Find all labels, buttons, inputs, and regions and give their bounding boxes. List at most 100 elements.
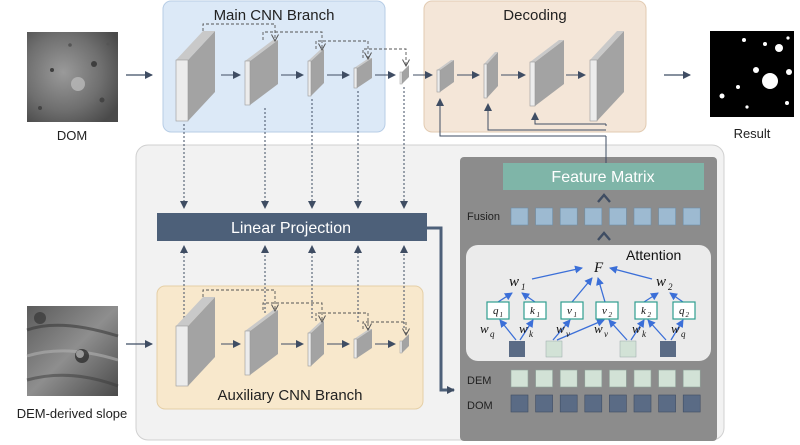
feature-matrix-to-decoder-lines [436,98,607,163]
dom-cell-4 [584,394,603,413]
svg-text:1: 1 [500,311,504,319]
projection-to-fusion-arrow [427,226,455,394]
svg-text:k: k [529,329,534,339]
auxiliary-cnn-branch-title: Auxiliary CNN Branch [217,387,362,404]
svg-text:w: w [480,321,489,336]
svg-text:q: q [490,329,495,339]
decoder-block-4 [589,31,624,122]
w1-symbol: w 1 [509,274,526,292]
result-label: Result [734,126,771,141]
svg-text:2: 2 [648,311,652,319]
aux-block-3 [307,321,324,367]
feature-matrix-label: Feature Matrix [551,169,654,186]
aux-to-projection-connectors [180,245,408,328]
fusion-to-feature-chevron [597,193,611,203]
fusion-cell-4 [584,207,603,226]
feature-matrix-bar [503,163,704,190]
dem-cell-7 [658,369,676,388]
dem-row [510,369,701,388]
main-encoder-blocks [175,23,409,122]
attention-input-dem-1 [545,340,563,358]
attention-to-fusion-chevron [597,231,611,241]
attention-input-dem-2 [619,340,637,358]
linear-projection-label: Linear Projection [231,220,351,237]
fusion-cell-7 [658,207,676,226]
decoder-block-1 [436,60,454,93]
svg-text:v: v [604,329,608,339]
decoder-block-3 [529,40,564,107]
svg-text:v: v [567,305,572,317]
dom-row [510,394,701,413]
dem-cell-4 [584,369,603,388]
auxiliary-cnn-branch-box [156,285,424,410]
fusion-cell-3 [559,207,578,226]
dem-cell-2 [535,369,553,388]
dem-cell-5 [609,369,627,388]
dem-cell-1 [510,369,529,388]
svg-text:1: 1 [574,311,578,319]
svg-text:w: w [556,321,565,336]
svg-text:w: w [632,321,641,336]
svg-text:k: k [642,329,647,339]
svg-text:1: 1 [521,282,526,292]
decoder-block-2 [483,52,498,99]
slope-input-image [26,306,119,396]
dom-cell-6 [633,394,652,413]
dom-cell-8 [682,394,701,413]
attention-arrows [497,265,684,341]
attention-title: Attention [626,247,681,263]
main-to-projection-connectors [180,87,408,209]
dem-row-label: DEM [467,375,491,387]
fusion-cell-6 [633,207,652,226]
svg-text:v: v [566,329,570,339]
aux-block-1 [175,297,215,387]
aux-block-5 [399,334,409,354]
dem-cell-8 [682,369,701,388]
fusion-cell-1 [510,207,529,226]
dom-cell-3 [559,394,578,413]
dem-cell-6 [633,369,652,388]
fusion-cell-5 [609,207,627,226]
dom-input-image [27,32,118,122]
main-block-2 [244,40,278,106]
linear-projection-bar [157,213,427,241]
main-cnn-branch-title: Main CNN Branch [214,7,335,24]
svg-text:w: w [594,321,603,336]
svg-text:k: k [530,305,536,317]
fusion-row-label: Fusion [467,211,500,223]
fusion-row [510,207,701,226]
svg-text:w: w [509,274,519,290]
decoder-blocks [413,31,624,122]
dom-cell-5 [609,394,627,413]
svg-text:2: 2 [686,311,690,319]
result-image [710,31,794,117]
dom-input-label: DOM [57,128,87,143]
svg-text:q: q [681,329,686,339]
svg-text:2: 2 [668,282,673,292]
w2-symbol: w 2 [656,274,673,292]
fusion-cell-2 [535,207,553,226]
attention-input-dom-1 [509,341,525,357]
attention-input-dom-2 [660,341,676,357]
svg-text:1: 1 [537,311,541,319]
aux-block-2 [244,310,278,376]
svg-text:q: q [679,305,685,317]
main-block-1 [175,31,215,122]
svg-text:2: 2 [609,311,613,319]
svg-text:w: w [519,321,528,336]
f-symbol: F [593,260,604,276]
attention-box [466,245,711,361]
svg-text:w: w [656,274,666,290]
aux-encoder-blocks [175,289,409,387]
